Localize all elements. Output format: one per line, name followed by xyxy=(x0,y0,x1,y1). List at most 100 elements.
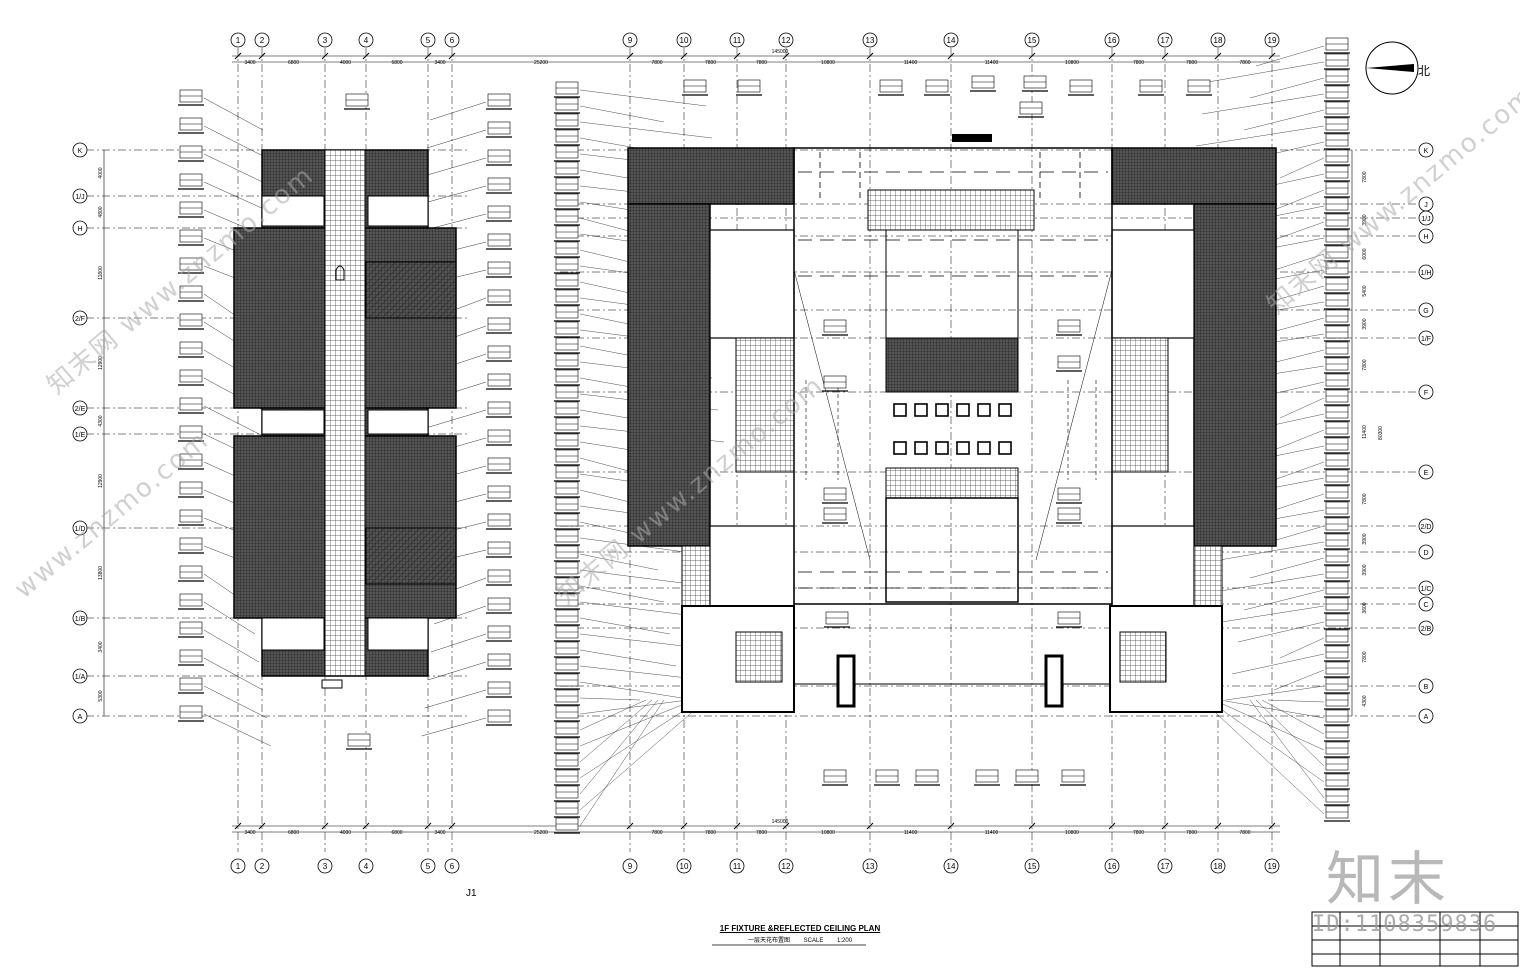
leader-line xyxy=(423,157,487,177)
dimension-tick xyxy=(234,52,242,60)
dimension-tick xyxy=(1161,822,1169,830)
grid-bubble-label: 1/D xyxy=(75,526,86,533)
grid-bubble-icon xyxy=(72,310,88,326)
dimension-text: 6800 xyxy=(288,60,299,66)
leader-line xyxy=(1195,125,1325,147)
dimension-text: 12900 xyxy=(98,356,104,370)
dimension-text: 5300 xyxy=(98,690,104,701)
grid-bubble-icon xyxy=(230,32,246,48)
dimension-text: 7800 xyxy=(1239,830,1250,836)
light-fixture-icon xyxy=(956,403,970,417)
grid-bubble-label: 4 xyxy=(364,862,369,871)
grid-bubble-icon xyxy=(1418,620,1434,636)
leader-line xyxy=(1201,699,1325,815)
dimension-text: 11400 xyxy=(904,60,918,66)
dimension-text: 11400 xyxy=(1362,425,1368,439)
light-fixture-icon xyxy=(998,441,1012,455)
dimension-tick xyxy=(1268,52,1276,60)
leader-line xyxy=(579,699,689,715)
grid-bubble-icon xyxy=(1104,32,1120,48)
leader-line xyxy=(203,97,263,131)
dimension-text: 6800 xyxy=(391,830,402,836)
dimension-tick xyxy=(1028,822,1036,830)
leader-line xyxy=(203,685,267,719)
grid-bubble-icon xyxy=(1418,264,1434,280)
leader-line xyxy=(203,713,271,747)
grid-bubble-label: 18 xyxy=(1214,862,1223,871)
grid-bubble-icon xyxy=(72,610,88,626)
dimension-tick xyxy=(448,822,456,830)
dimension-text: 4300 xyxy=(98,415,104,426)
grid-bubble-label: D xyxy=(1423,550,1428,557)
grid-bubble-icon xyxy=(1024,32,1040,48)
grid-bubble-label: 1/H xyxy=(1421,270,1432,277)
light-fixture-icon xyxy=(998,403,1012,417)
dimension-text: 7800 xyxy=(1362,359,1368,370)
leader-line xyxy=(1267,461,1325,483)
dimension-text: 25200 xyxy=(534,830,548,836)
left-building-plan xyxy=(233,149,457,689)
dimension-text: 6800 xyxy=(391,60,402,66)
dimension-tick xyxy=(866,822,874,830)
leader-line xyxy=(579,681,683,699)
dimension-tick xyxy=(1028,52,1036,60)
dimension-tick xyxy=(733,52,741,60)
dimension-text: 11400 xyxy=(985,830,999,836)
dimension-text: 3900 xyxy=(1362,564,1368,575)
dimension-tick xyxy=(680,822,688,830)
dimension-text: 7800 xyxy=(651,60,662,66)
leader-line xyxy=(1249,557,1325,579)
grid-bubble-icon xyxy=(676,858,692,874)
ceiling-dashed-lines xyxy=(793,152,1113,589)
dimension-tick xyxy=(947,52,955,60)
dimension-tick xyxy=(680,52,688,60)
leader-line xyxy=(1273,189,1325,211)
plan-code: J1 xyxy=(466,888,477,899)
grid-bubble-icon xyxy=(358,858,374,874)
grid-bubble-icon xyxy=(1157,858,1173,874)
dimension-text: 3400 xyxy=(434,830,445,836)
grid-bubble-icon xyxy=(254,858,270,874)
leader-line xyxy=(1243,109,1325,131)
grid-bubble-label: 3 xyxy=(323,862,328,871)
grid-bubble-icon xyxy=(1157,32,1173,48)
dimension-tick xyxy=(626,52,634,60)
light-fixture-icon xyxy=(893,441,907,455)
leader-line xyxy=(1231,653,1325,675)
brand-mark: 知末 xyxy=(1326,845,1451,913)
dimension-tick xyxy=(1108,822,1116,830)
grid-bubble-label: 10 xyxy=(680,862,689,871)
light-fixture-icon xyxy=(977,441,991,455)
dimension-tick xyxy=(424,52,432,60)
grid-bubble-icon xyxy=(1418,142,1434,158)
hall-light-fixtures xyxy=(893,403,1012,455)
grid-bubble-icon xyxy=(72,426,88,442)
grid-bubble-label: 13 xyxy=(866,36,875,45)
light-fixture-icon xyxy=(935,441,949,455)
dimension-tick xyxy=(258,52,266,60)
grid-bubble-label: B xyxy=(1424,684,1429,691)
grid-bubble-label: 1/C xyxy=(1421,586,1432,593)
dimension-text: 10800 xyxy=(821,830,835,836)
grid-bubble-label: 1 xyxy=(236,862,241,871)
dimension-tick xyxy=(321,52,329,60)
grid-bubble-label: 1/E xyxy=(75,432,86,439)
grid-bubble-icon xyxy=(1418,518,1434,534)
grid-bubble-label: 15 xyxy=(1028,36,1037,45)
leader-line xyxy=(579,699,707,811)
dimension-text: 7800 xyxy=(1186,830,1197,836)
dimension-tick xyxy=(1161,52,1169,60)
north-label: 北 xyxy=(1418,64,1431,78)
grid-bubble-label: H xyxy=(1423,234,1428,241)
dimension-text: 4800 xyxy=(98,206,104,217)
light-fixture-icon xyxy=(914,441,928,455)
grid-bubble-icon xyxy=(72,220,88,236)
dimension-tick xyxy=(362,52,370,60)
grid-bubble-icon xyxy=(1418,384,1434,400)
grid-bubble-label: G xyxy=(1423,308,1428,315)
leader-line xyxy=(203,657,263,691)
grid-bubble-icon xyxy=(420,32,436,48)
grid-bubble-label: K xyxy=(1424,148,1429,155)
dimension-text: 7800 xyxy=(1362,493,1368,504)
dimension-text: 25200 xyxy=(534,60,548,66)
